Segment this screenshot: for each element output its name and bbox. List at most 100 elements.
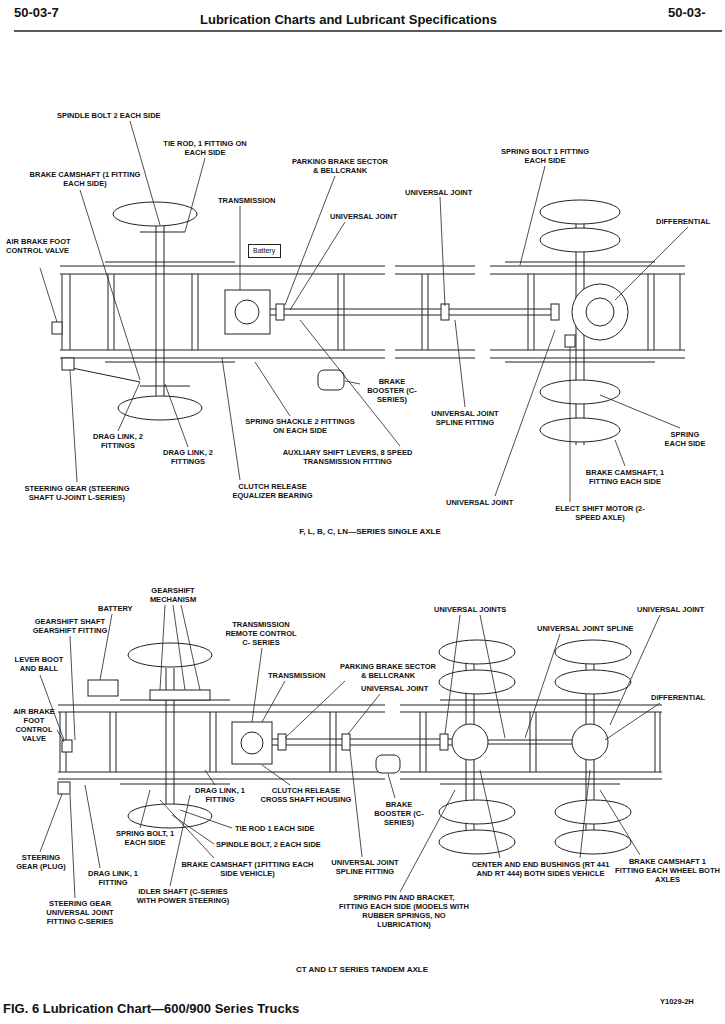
leader-line (165, 384, 188, 447)
leader-line (262, 765, 290, 785)
brake-booster (318, 370, 344, 390)
callout-label: GEARSHIFT MECHANISM (143, 586, 203, 604)
driveshaft (441, 304, 449, 320)
callout-label: BRAKE CAMSHAFT, 1 FITTING EACH SIDE (575, 468, 675, 486)
callout-label: CENTER AND END BUSHINGS (RT 441 AND RT 4… (468, 860, 613, 878)
driveshaft (276, 304, 284, 320)
differential (572, 724, 608, 760)
callout-label: CLUTCH RELEASE EQUALIZER BEARING (225, 482, 320, 500)
callout-label: LEVER BOOT AND BALL (12, 655, 66, 673)
callout-label: DRAG LINK, 2 FITTINGS (158, 448, 218, 466)
leaf-spring (105, 262, 655, 362)
callout-label: TIE ROD 1 EACH SIDE (235, 824, 315, 833)
transmission (225, 290, 270, 334)
callout-label: TRANSMISSION (218, 196, 276, 205)
leader-line (80, 190, 140, 380)
brake-booster (376, 755, 400, 773)
transmission (235, 300, 259, 324)
callout-label: BRAKE CAMSHAFT 1 FITTING EACH WHEEL BOTH… (615, 857, 720, 884)
frame-rail (60, 266, 685, 274)
leader-line (345, 381, 360, 384)
callout-label: UNIVERSAL JOINT (405, 188, 472, 197)
frame-rail (58, 772, 662, 779)
leader-line (70, 370, 77, 482)
page-title: Lubrication Charts and Lubricant Specifi… (200, 12, 497, 28)
callout-label: SPRING SHACKLE 2 FITTINGS ON EACH SIDE (240, 417, 360, 435)
driveshaft (278, 734, 286, 750)
driveshaft (551, 304, 559, 320)
frame-rail (60, 266, 685, 358)
callout-label: BRAKE CAMSHAFT (1FITTING EACH SIDE VEHIC… (175, 860, 320, 878)
leaf-spring (120, 700, 620, 784)
callout-label: UNIVERSAL JOINT SPLINE FITTING (420, 409, 510, 427)
tire (555, 640, 631, 664)
driveshaft (342, 734, 350, 750)
differential (572, 284, 628, 340)
leader-line (290, 222, 345, 310)
tire (555, 800, 631, 824)
differential (452, 724, 488, 760)
leader-line (615, 440, 625, 466)
callout-label: DRAG LINK, 2 FITTINGS (88, 432, 148, 450)
crossmember (60, 712, 660, 772)
front-axle (72, 226, 190, 396)
transmission (225, 290, 270, 334)
leader-line (455, 320, 465, 407)
callout-label: GEARSHIFT SHAFT GEARSHIFT FITTING (25, 617, 115, 635)
leaf-spring (120, 700, 620, 784)
leaf-spring (105, 262, 655, 362)
brake-booster (376, 755, 400, 773)
brake-booster (318, 370, 344, 390)
callout-label: BRAKE BOOSTER (C-SERIES) (362, 377, 422, 404)
differential (452, 724, 608, 760)
leader-line (605, 703, 660, 740)
leader-line (615, 227, 688, 300)
section-caption: CT AND LT SERIES TANDEM AXLE (252, 965, 472, 975)
leader-line (388, 774, 395, 798)
driveshaft (270, 309, 555, 315)
leader-line (525, 634, 560, 738)
leader-line (240, 206, 241, 290)
crossmember (62, 274, 680, 350)
front-axle (72, 226, 190, 396)
tire (439, 640, 515, 664)
leader-line (520, 166, 545, 265)
differential (572, 284, 628, 340)
callout-label: DIFFERENTIAL (656, 217, 710, 226)
callout-label: SPRING BOLT, 1 EACH SIDE (112, 829, 178, 847)
gearshift (150, 690, 210, 700)
callout-label: SPRING PIN AND BRACKET, FITTING EACH SID… (338, 893, 470, 929)
illustration-part (14, 31, 722, 898)
callout-label: UNIVERSAL JOINT (446, 498, 513, 507)
callout-label: BRAKE CAMSHAFT (1 FITTING EACH SIDE) (20, 170, 150, 188)
callout-label: IDLER SHAFT (C-SERIES WITH POWER STEERIN… (128, 887, 238, 905)
steering-gear (62, 358, 74, 370)
callout-label: STEERING GEAR (STEERING SHAFT U-JOINT L-… (17, 484, 137, 502)
tire (540, 380, 620, 404)
callout-label: BRAKE BOOSTER (C-SERIES) (368, 800, 430, 827)
tire (540, 418, 620, 442)
battery-symbol (88, 680, 118, 696)
tire (540, 228, 620, 252)
page-number: 50-03-7 (14, 5, 59, 21)
shift-motor (565, 335, 575, 347)
callout-label: UNIVERSAL JOINT (361, 684, 428, 693)
header-rule (14, 30, 722, 32)
callout-label: TRANSMISSION REMOTE CONTROL C- SERIES (222, 620, 300, 647)
callout-label: UNIVERSAL JOINT SPLINE (537, 624, 634, 633)
leader-line (255, 362, 290, 416)
tire (439, 800, 515, 824)
driveshaft (272, 734, 572, 750)
leader-line (262, 681, 285, 722)
callout-label: BATTERY (98, 604, 133, 613)
transmission (232, 722, 272, 764)
callout-label: TIE ROD, 1 FITTING ON EACH SIDE (160, 139, 250, 157)
leader-line (118, 382, 140, 431)
tire (439, 830, 515, 854)
differential (586, 298, 614, 326)
leader-line (170, 795, 190, 886)
leader-line (185, 158, 205, 232)
leader-line (440, 197, 445, 306)
steering-gear (58, 782, 70, 794)
